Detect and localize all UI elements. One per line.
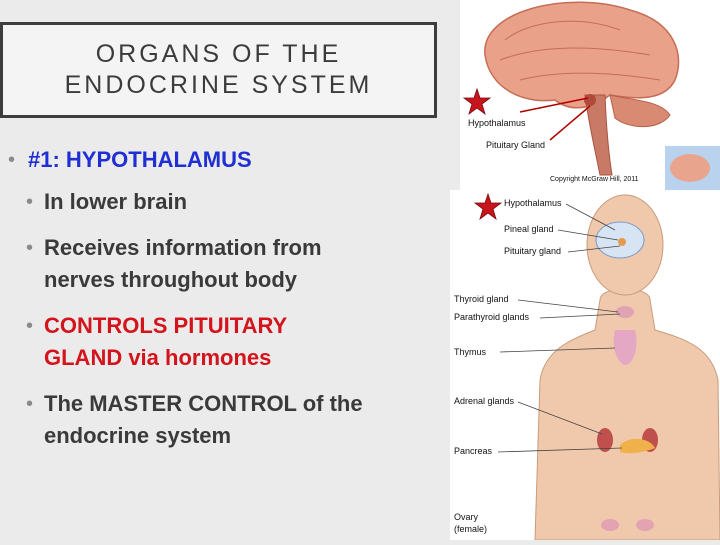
bullet-dot: • xyxy=(26,237,34,259)
body-svg xyxy=(473,192,720,541)
body-label-thymus: Thymus xyxy=(454,347,487,357)
bullet-sub2: • Receives information from xyxy=(26,232,322,264)
brain-label-hypothalamus: Hypothalamus xyxy=(468,118,526,128)
bullet-sub2-line2: nerves throughout body xyxy=(44,267,297,292)
bullet-sub3: • CONTROLS PITUITARY xyxy=(26,310,287,342)
body-label-pancreas: Pancreas xyxy=(454,446,493,456)
body-diagram: Hypothalamus Pineal gland Pituitary glan… xyxy=(450,190,720,541)
bullet-dot: • xyxy=(26,191,34,213)
bullet-sub3-line1: CONTROLS PITUITARY xyxy=(44,313,288,338)
bullet-dot: • xyxy=(8,149,16,171)
bullet-dot: • xyxy=(26,393,34,415)
title-line-2: ENDOCRINE SYSTEM xyxy=(64,71,373,99)
bullet-sub4: • The MASTER CONTROL of the xyxy=(26,388,363,420)
bullet-sub3-line2: GLAND via hormones xyxy=(44,345,272,370)
brain-diagram: Hypothalamus Pituitary Gland Copyright M… xyxy=(460,0,720,190)
body-label-pituitary: Pituitary gland xyxy=(504,246,562,256)
body-label-ovary: Ovary xyxy=(454,512,479,522)
body-label-adrenal: Adrenal glands xyxy=(454,396,515,406)
bullet-sub4-line2: endocrine system xyxy=(44,423,232,448)
star-icon xyxy=(462,87,492,116)
bullet-sub2-line1: Receives information from xyxy=(44,235,322,260)
bullet-dot: • xyxy=(26,315,34,337)
body-label-thyroid: Thyroid gland xyxy=(454,294,509,304)
bullet-sub1-text: In lower brain xyxy=(44,189,188,214)
body-label-ovary-female: (female) xyxy=(454,524,488,534)
bullet-sub4-line1: The MASTER CONTROL of the xyxy=(44,391,363,416)
title-line-1: ORGANS OF THE xyxy=(95,40,342,68)
brain-copyright: Copyright McGraw Hill, 2011 xyxy=(550,176,639,183)
brain-svg xyxy=(462,1,720,190)
bullet-sub1: • In lower brain xyxy=(26,186,187,218)
star-icon xyxy=(473,192,503,221)
bullet-main-text: #1: HYPOTHALAMUS xyxy=(28,147,252,172)
title-box: ORGANS OF THE ENDOCRINE SYSTEM xyxy=(0,22,437,118)
body-label-hypothalamus: Hypothalamus xyxy=(504,198,562,208)
bullet-main: • #1: HYPOTHALAMUS xyxy=(8,144,252,176)
brain-label-pituitary: Pituitary Gland xyxy=(486,140,546,150)
body-label-pineal: Pineal gland xyxy=(504,224,554,234)
body-label-parathyroid: Parathyroid glands xyxy=(454,312,530,322)
